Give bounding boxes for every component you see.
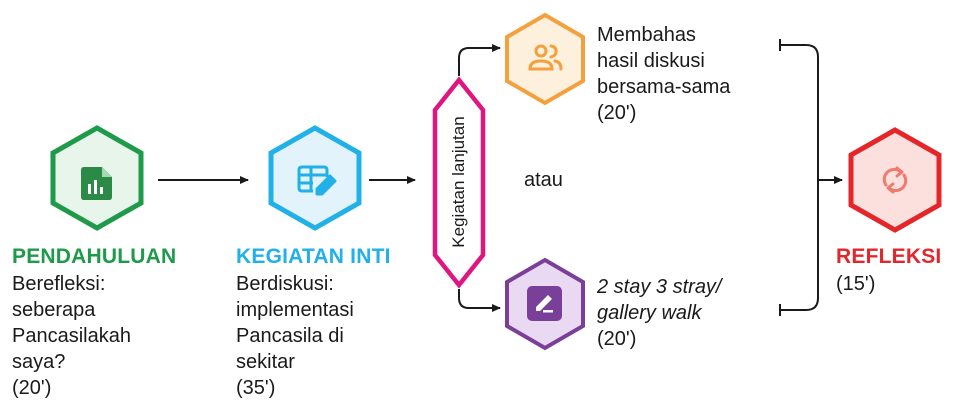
- pendahuluan-hexagon: [50, 125, 144, 231]
- refleksi-hexagon: [848, 127, 942, 233]
- kegiatan-inti-hexagon: [268, 125, 362, 231]
- pendahuluan-title: PENDAHULUAN: [12, 245, 177, 268]
- gallery-walk-description: 2 stay 3 stray/ gallery walk: [597, 276, 722, 324]
- diskusi-duration: (20'): [597, 102, 637, 124]
- refleksi-duration: (15'): [836, 273, 876, 295]
- arrow-lanjutan-to-diskusi: [458, 44, 501, 76]
- kegiatan-lanjutan-label: Kegiatan lanjutan: [449, 116, 468, 248]
- kegiatan-inti-title: KEGIATAN INTI: [236, 245, 391, 268]
- merge-bracket: [779, 39, 819, 316]
- arrow-lanjutan-to-gallery: [458, 289, 501, 312]
- table-edit-icon: [297, 165, 337, 196]
- spreadsheet-document-icon: [81, 167, 112, 200]
- gallery-walk-hexagon: [505, 257, 585, 351]
- gallery-walk-duration: (20'): [597, 328, 637, 350]
- refleksi-title: REFLEKSI: [836, 245, 942, 268]
- kegiatan-inti-duration: (35'): [236, 377, 276, 399]
- refresh-cycle-icon: [882, 166, 908, 194]
- or-label: atau: [524, 169, 563, 191]
- pendahuluan-duration: (20'): [12, 377, 52, 399]
- diskusi-hexagon: [505, 12, 585, 106]
- kegiatan-inti-description: Berdiskusi: implementasi Pancasila di se…: [236, 273, 354, 373]
- diskusi-description: Membahas hasil diskusi bersama-sama: [597, 24, 731, 98]
- people-group-icon: [528, 44, 563, 71]
- pencil-edit-icon: [527, 286, 562, 321]
- pendahuluan-description: Berefleksi: seberapa Pancasilakah saya?: [12, 273, 131, 373]
- kegiatan-lanjutan-box: [432, 76, 486, 289]
